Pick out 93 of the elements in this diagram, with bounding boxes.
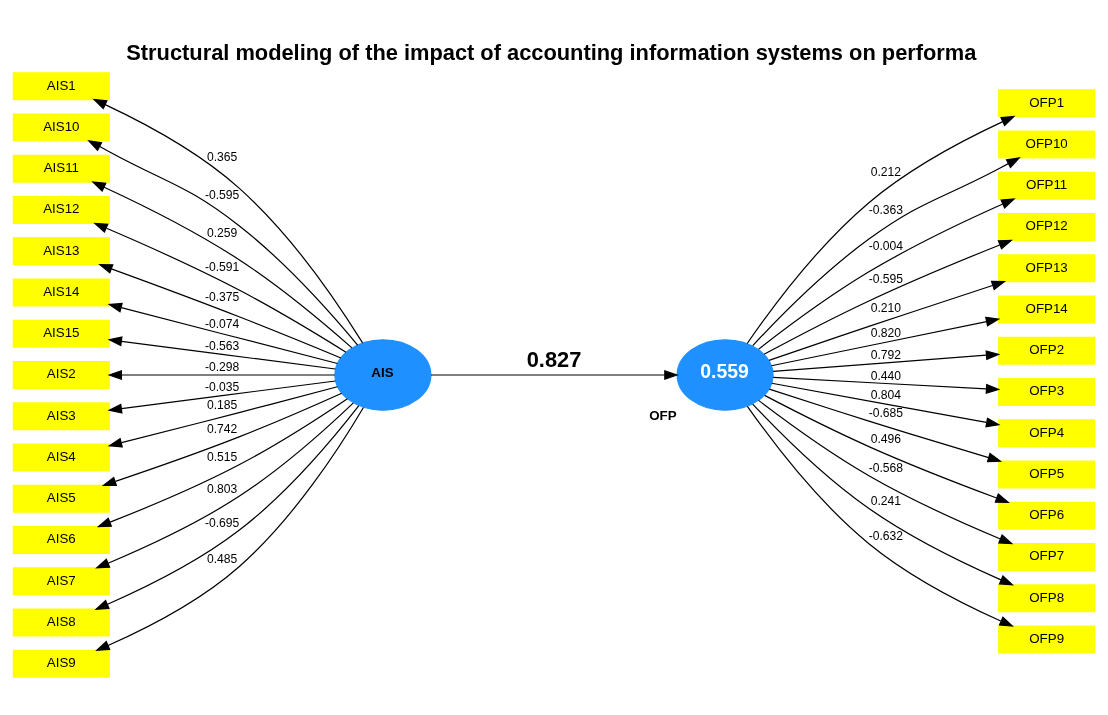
node-box: OFP9: [998, 625, 1096, 653]
edge-label: -0.074: [204, 316, 240, 331]
arrow: [770, 316, 1001, 366]
arrow: [746, 115, 1016, 344]
node-box: AIS5: [12, 484, 110, 513]
node-box: AIS6: [12, 525, 110, 554]
edge-label: -0.695: [204, 515, 240, 530]
arrow: [98, 263, 342, 359]
arrow: [772, 349, 1001, 372]
arrow: [107, 302, 338, 364]
arrow: [758, 399, 1014, 544]
edge-label: -0.363: [868, 202, 904, 217]
arrow: [768, 280, 1007, 361]
node-box: AIS10: [12, 113, 110, 141]
node-box: AIS14: [12, 278, 110, 306]
node-box: OFP12: [998, 212, 1096, 241]
edge-label: 0.792: [870, 347, 902, 362]
edge-label: -0.595: [868, 271, 904, 286]
node-box: AIS13: [12, 236, 110, 265]
arrow: [752, 403, 1014, 585]
node-box: AIS15: [12, 319, 110, 348]
node-box: OFP8: [998, 583, 1096, 612]
edge-label: -0.568: [868, 460, 904, 475]
edge-label: 0.259: [206, 225, 238, 240]
arrow: [752, 156, 1021, 346]
arrow: [107, 379, 336, 414]
node-box: OFP4: [998, 418, 1096, 447]
arrow: [95, 401, 354, 569]
node-box: OFP14: [998, 295, 1096, 323]
arrow: [430, 369, 679, 380]
arrow: [96, 397, 349, 527]
node-box: OFP13: [998, 253, 1096, 282]
node-box: AIS1: [12, 71, 110, 100]
edge-label: 0.803: [206, 481, 238, 496]
arrow: [763, 239, 1013, 355]
node-box: AIS7: [12, 566, 110, 595]
edge-label: 0.210: [870, 300, 902, 315]
node-box: OFP3: [998, 377, 1096, 406]
edge-label: 0.185: [206, 397, 238, 412]
node-box: OFP11: [998, 171, 1096, 200]
edge-label: -0.632: [868, 528, 904, 543]
arrow: [107, 385, 338, 448]
node-box: OFP6: [998, 501, 1096, 530]
node-box: AIS11: [12, 154, 110, 183]
node-box: OFP5: [998, 460, 1096, 488]
edge-label: 0.241: [870, 493, 902, 508]
arrow: [768, 388, 1003, 462]
edge-label: 0.820: [870, 325, 902, 340]
edge-label: -0.375: [204, 289, 240, 304]
arrow: [771, 382, 1001, 427]
node-box: AIS2: [12, 360, 110, 389]
arrow: [92, 98, 364, 344]
arrow: [93, 222, 347, 353]
node-box: OFP10: [998, 129, 1096, 158]
node-label: OFP: [649, 407, 677, 423]
edge-label: 0.440: [870, 368, 902, 383]
edge-label: 0.496: [870, 431, 902, 446]
node-box: AIS9: [12, 649, 110, 678]
edge-label: 0.365: [206, 149, 238, 164]
edge-label: 0.485: [206, 551, 238, 566]
arrow: [107, 369, 336, 380]
node-box: AIS4: [12, 443, 110, 471]
node-box: AIS8: [12, 608, 110, 636]
arrow: [87, 139, 359, 346]
edge-label: -0.595: [204, 187, 240, 202]
node-box: OFP1: [998, 88, 1096, 117]
arrow: [107, 335, 336, 370]
diagram-title: Structural modeling of the impact of accounting information systems on performa: [126, 39, 977, 65]
arrow: [772, 376, 1001, 394]
edge-label: 0.212: [870, 164, 902, 179]
edge-label: -0.004: [868, 238, 904, 253]
node-box: AIS12: [12, 195, 110, 224]
node-box: OFP7: [998, 542, 1096, 571]
arrow: [746, 405, 1014, 627]
arrow: [764, 394, 1010, 503]
edge-label: -0.298: [204, 359, 240, 374]
edge-label: -0.591: [204, 259, 240, 274]
edge-label: -0.563: [204, 338, 240, 353]
edge-label: 0.515: [206, 449, 238, 464]
node-box: AIS3: [12, 401, 110, 430]
arrow: [758, 197, 1016, 350]
arrow: [94, 404, 360, 610]
edge-label: 0.742: [206, 421, 238, 436]
node-ellipse: AIS: [334, 338, 432, 411]
node-ellipse: 0.559: [676, 338, 774, 411]
node-box: OFP2: [998, 336, 1096, 365]
edge-label: 0.804: [870, 387, 902, 402]
edge-label: 0.827: [526, 346, 582, 372]
edge-label: -0.685: [868, 405, 904, 420]
arrow: [95, 406, 365, 651]
arrow: [91, 180, 353, 348]
edge-label: -0.035: [204, 379, 240, 394]
arrow: [101, 392, 343, 486]
